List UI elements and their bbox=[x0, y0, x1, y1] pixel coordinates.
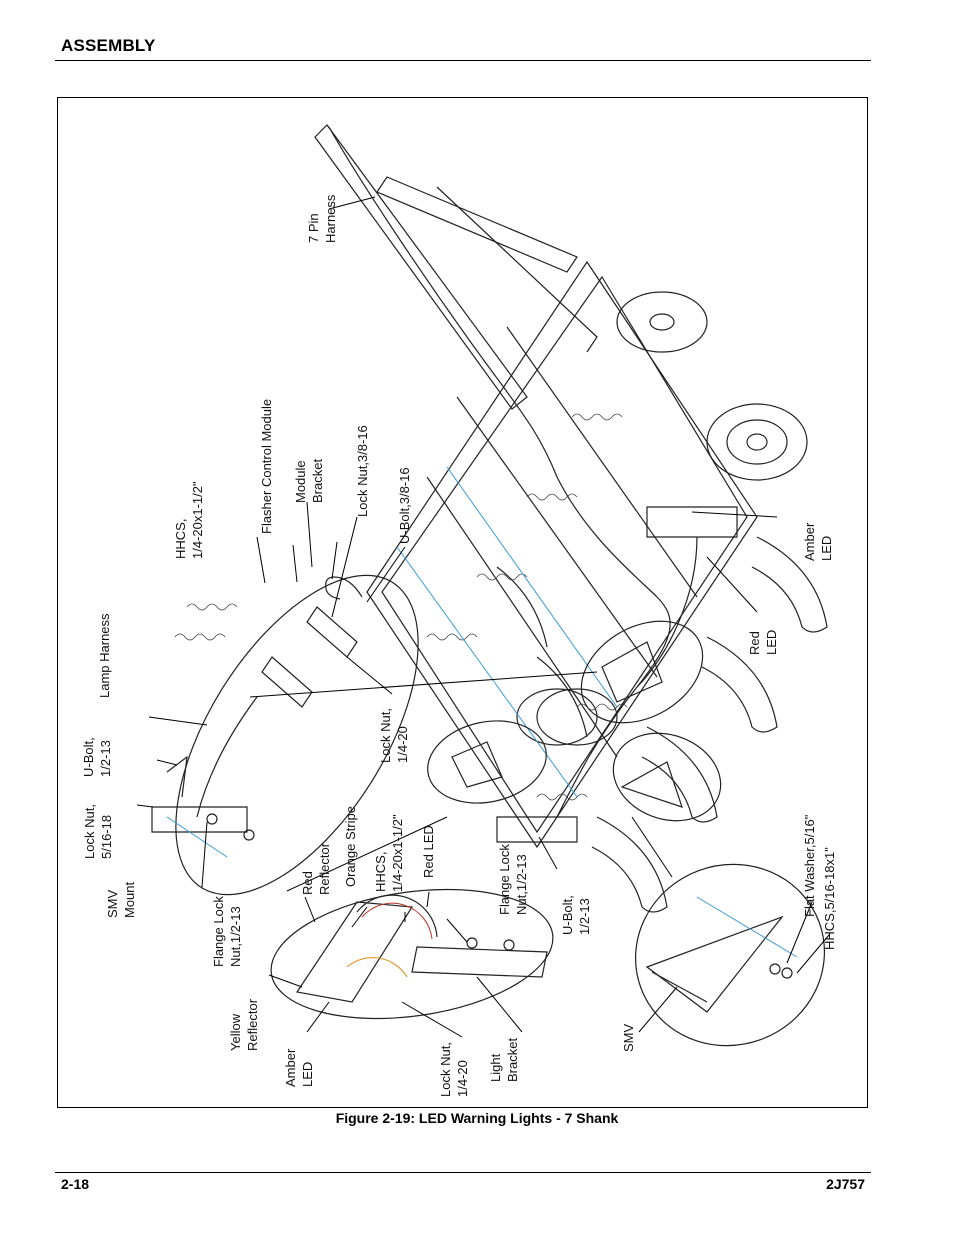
label-lock-nut-1-4-top: Lock Nut,1/4-20 bbox=[378, 708, 410, 763]
label-u-bolt-1-2-bottom: U-Bolt,1/2-13 bbox=[560, 895, 592, 935]
detail-small-light-ellipse bbox=[427, 720, 547, 804]
figure-frame bbox=[57, 97, 868, 1108]
implement-frame-art bbox=[314, 124, 828, 913]
label-lock-nut-3-8: Lock Nut,3/8-16 bbox=[355, 425, 370, 517]
label-red-led-bottom: Red LED bbox=[421, 825, 436, 878]
label-u-bolt-1-2-top: U-Bolt,1/2-13 bbox=[81, 737, 113, 777]
detail-module-ellipse bbox=[151, 574, 419, 896]
label-lock-nut-1-4-bottom: Lock Nut,1/4-20 bbox=[438, 1042, 470, 1097]
label-flat-washer: Flat Washer,5/16" bbox=[802, 814, 817, 917]
detail-light-ellipse bbox=[270, 888, 554, 1020]
label-hhcs-quarter-bottom: HHCS,1/4-20x1-1/2" bbox=[373, 814, 405, 892]
label-smv: SMV bbox=[621, 1024, 636, 1053]
page-number: 2-18 bbox=[61, 1176, 90, 1192]
detail-smv-small-ellipse bbox=[612, 732, 722, 822]
detail-top-right-ellipse bbox=[580, 620, 704, 724]
label-hhcs-quarter-top: HHCS,1/4-20x1-1/2" bbox=[173, 481, 205, 559]
section-title: ASSEMBLY bbox=[61, 36, 156, 55]
document-number: 2J757 bbox=[826, 1176, 865, 1192]
footer-rule bbox=[55, 1172, 871, 1173]
header-rule bbox=[55, 60, 871, 61]
label-u-bolt-3-8: U-Bolt,3/8-16 bbox=[397, 467, 412, 544]
label-orange-stripe: Orange Stripe bbox=[343, 806, 358, 887]
figure-caption: Figure 2-19: LED Warning Lights - 7 Shan… bbox=[335, 1110, 619, 1126]
label-hhcs-5-16: HHCS,5/16-18x1" bbox=[822, 847, 837, 950]
detail-smv-large-ellipse bbox=[634, 863, 826, 1047]
label-flasher-control-module: Flasher Control Module bbox=[259, 399, 274, 534]
label-lock-nut-5-16: Lock Nut,5/16-18 bbox=[82, 804, 114, 859]
callout-leaders bbox=[136, 196, 830, 1038]
label-lamp-harness: Lamp Harness bbox=[97, 613, 112, 698]
